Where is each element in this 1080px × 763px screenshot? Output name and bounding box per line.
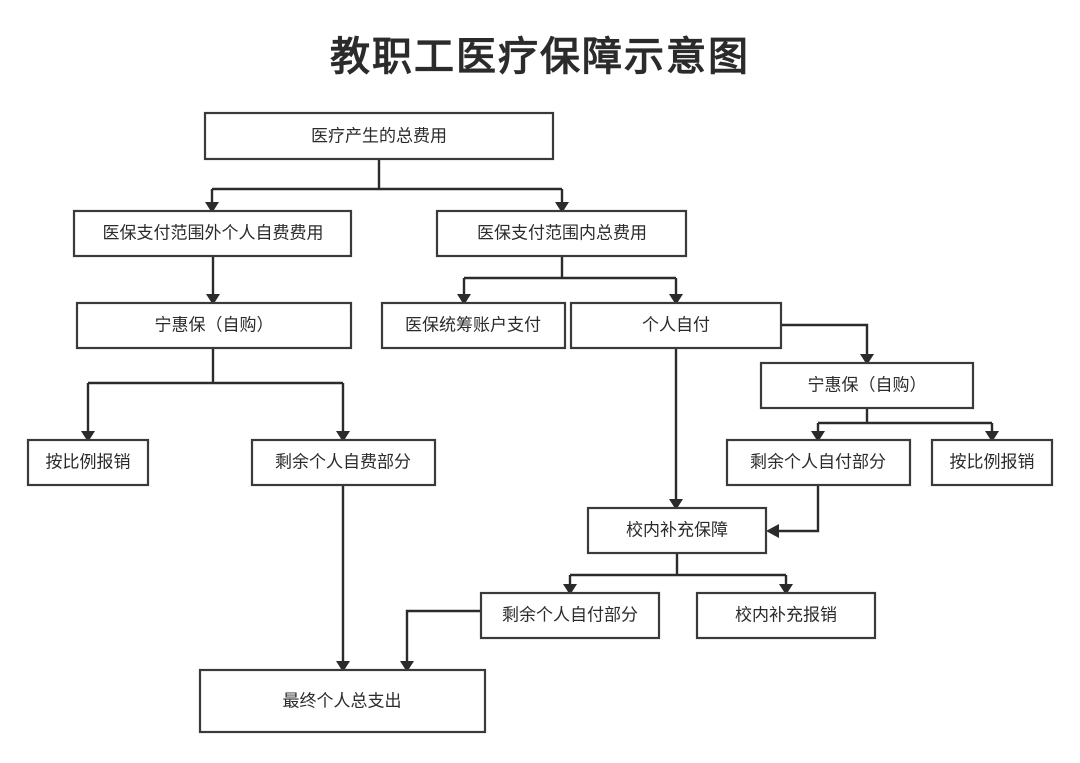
node-label: 校内补充报销 <box>735 605 837 624</box>
node-label: 校内补充保障 <box>626 520 728 539</box>
node-box[interactable] <box>930 438 1054 487</box>
node-proportional-reimbursement-right[interactable]: 按比例报销 <box>930 438 1054 487</box>
node-box[interactable] <box>725 438 912 487</box>
node-box[interactable] <box>198 668 487 734</box>
node-label: 医保支付范围外个人自费费用 <box>103 223 324 242</box>
arrowhead-total-to-outofscope <box>205 202 219 213</box>
node-label: 剩余个人自费部分 <box>275 452 411 471</box>
arrowhead-remaining-selfcost-to-final-total <box>336 661 350 672</box>
arrowhead-inscope-to-pooled <box>457 294 471 305</box>
arrowhead-total-to-inscope <box>555 202 569 213</box>
arrowhead-outofscope-to-ninghuibao <box>206 294 220 305</box>
node-campus-supplementary-coverage[interactable]: 校内补充保障 <box>586 506 768 555</box>
page-title: 教职工医疗保障示意图 <box>330 35 750 79</box>
node-label: 最终个人总支出 <box>283 691 402 710</box>
node-box[interactable] <box>250 438 437 487</box>
node-box[interactable] <box>759 361 975 410</box>
edge-selfpay-to-ninghuibao2 <box>781 323 869 355</box>
node-label: 按比例报销 <box>950 452 1035 471</box>
arrowhead-selfpay-to-ninghuibao2 <box>860 354 874 365</box>
node-proportional-reimbursement-left[interactable]: 按比例报销 <box>26 438 150 487</box>
arrowhead-inscope-to-selfpay <box>669 294 683 305</box>
node-label: 宁惠保（自购） <box>808 375 927 394</box>
edge-remaining-selfpay2-to-final-total <box>405 609 481 662</box>
node-box[interactable] <box>586 506 768 555</box>
arrowhead-ninghuibao2-to-remaining-selfpay <box>811 431 825 442</box>
node-ninghuibao-self-purchase-left[interactable]: 宁惠保（自购） <box>75 301 353 350</box>
node-box[interactable] <box>435 209 688 258</box>
node-box[interactable] <box>695 591 877 640</box>
node-personal-self-payment[interactable]: 个人自付 <box>569 301 783 350</box>
arrowhead-ninghuibao-to-remaining-selfcost <box>336 431 350 442</box>
node-layer: 医疗产生的总费用 医保支付范围外个人自费费用 医保支付范围内总费用 宁惠保（自购… <box>26 111 1054 734</box>
node-pooled-account-payment[interactable]: 医保统筹账户支付 <box>380 301 567 350</box>
node-label: 医保支付范围内总费用 <box>477 223 647 242</box>
node-box[interactable] <box>72 209 353 258</box>
node-remaining-personal-self-payment-lower[interactable]: 剩余个人自付部分 <box>479 591 661 640</box>
node-in-scope-total-cost[interactable]: 医保支付范围内总费用 <box>435 209 688 258</box>
node-label: 个人自付 <box>642 315 710 334</box>
node-ninghuibao-self-purchase-right[interactable]: 宁惠保（自购） <box>759 361 975 410</box>
arrowhead-ninghuibao-to-proportional <box>81 431 95 442</box>
node-box[interactable] <box>203 111 555 161</box>
arrowhead-campus-supplement-to-campus-reimburse <box>779 584 793 595</box>
node-box[interactable] <box>75 301 353 350</box>
node-box[interactable] <box>479 591 661 640</box>
node-box[interactable] <box>380 301 567 350</box>
node-box[interactable] <box>569 301 783 350</box>
node-label: 按比例报销 <box>46 452 131 471</box>
node-total-medical-cost[interactable]: 医疗产生的总费用 <box>203 111 555 161</box>
arrowhead-remaining-selfpay2-to-final-total <box>400 661 414 672</box>
arrowhead-selfpay-to-campus-supplement <box>669 499 683 510</box>
edge-remaining-selfpay-to-campus-supplement <box>778 485 820 533</box>
node-final-personal-total-expenditure[interactable]: 最终个人总支出 <box>198 668 487 734</box>
node-box[interactable] <box>26 438 150 487</box>
arrowhead-campus-supplement-to-remaining-selfpay2 <box>563 584 577 595</box>
arrowhead-ninghuibao2-to-proportional2 <box>985 431 999 442</box>
arrowhead-remaining-selfpay-to-campus-supplement <box>766 524 779 538</box>
node-remaining-personal-self-payment-upper[interactable]: 剩余个人自付部分 <box>725 438 912 487</box>
node-out-of-scope-self-cost[interactable]: 医保支付范围外个人自费费用 <box>72 209 353 258</box>
edge-layer <box>81 159 999 672</box>
node-label: 医保统筹账户支付 <box>405 315 541 334</box>
node-campus-supplementary-reimbursement[interactable]: 校内补充报销 <box>695 591 877 640</box>
node-label: 宁惠保（自购） <box>155 315 274 334</box>
node-remaining-personal-self-cost[interactable]: 剩余个人自费部分 <box>250 438 437 487</box>
node-label: 剩余个人自付部分 <box>750 452 886 471</box>
node-label: 医疗产生的总费用 <box>311 126 447 145</box>
node-label: 剩余个人自付部分 <box>502 605 638 624</box>
